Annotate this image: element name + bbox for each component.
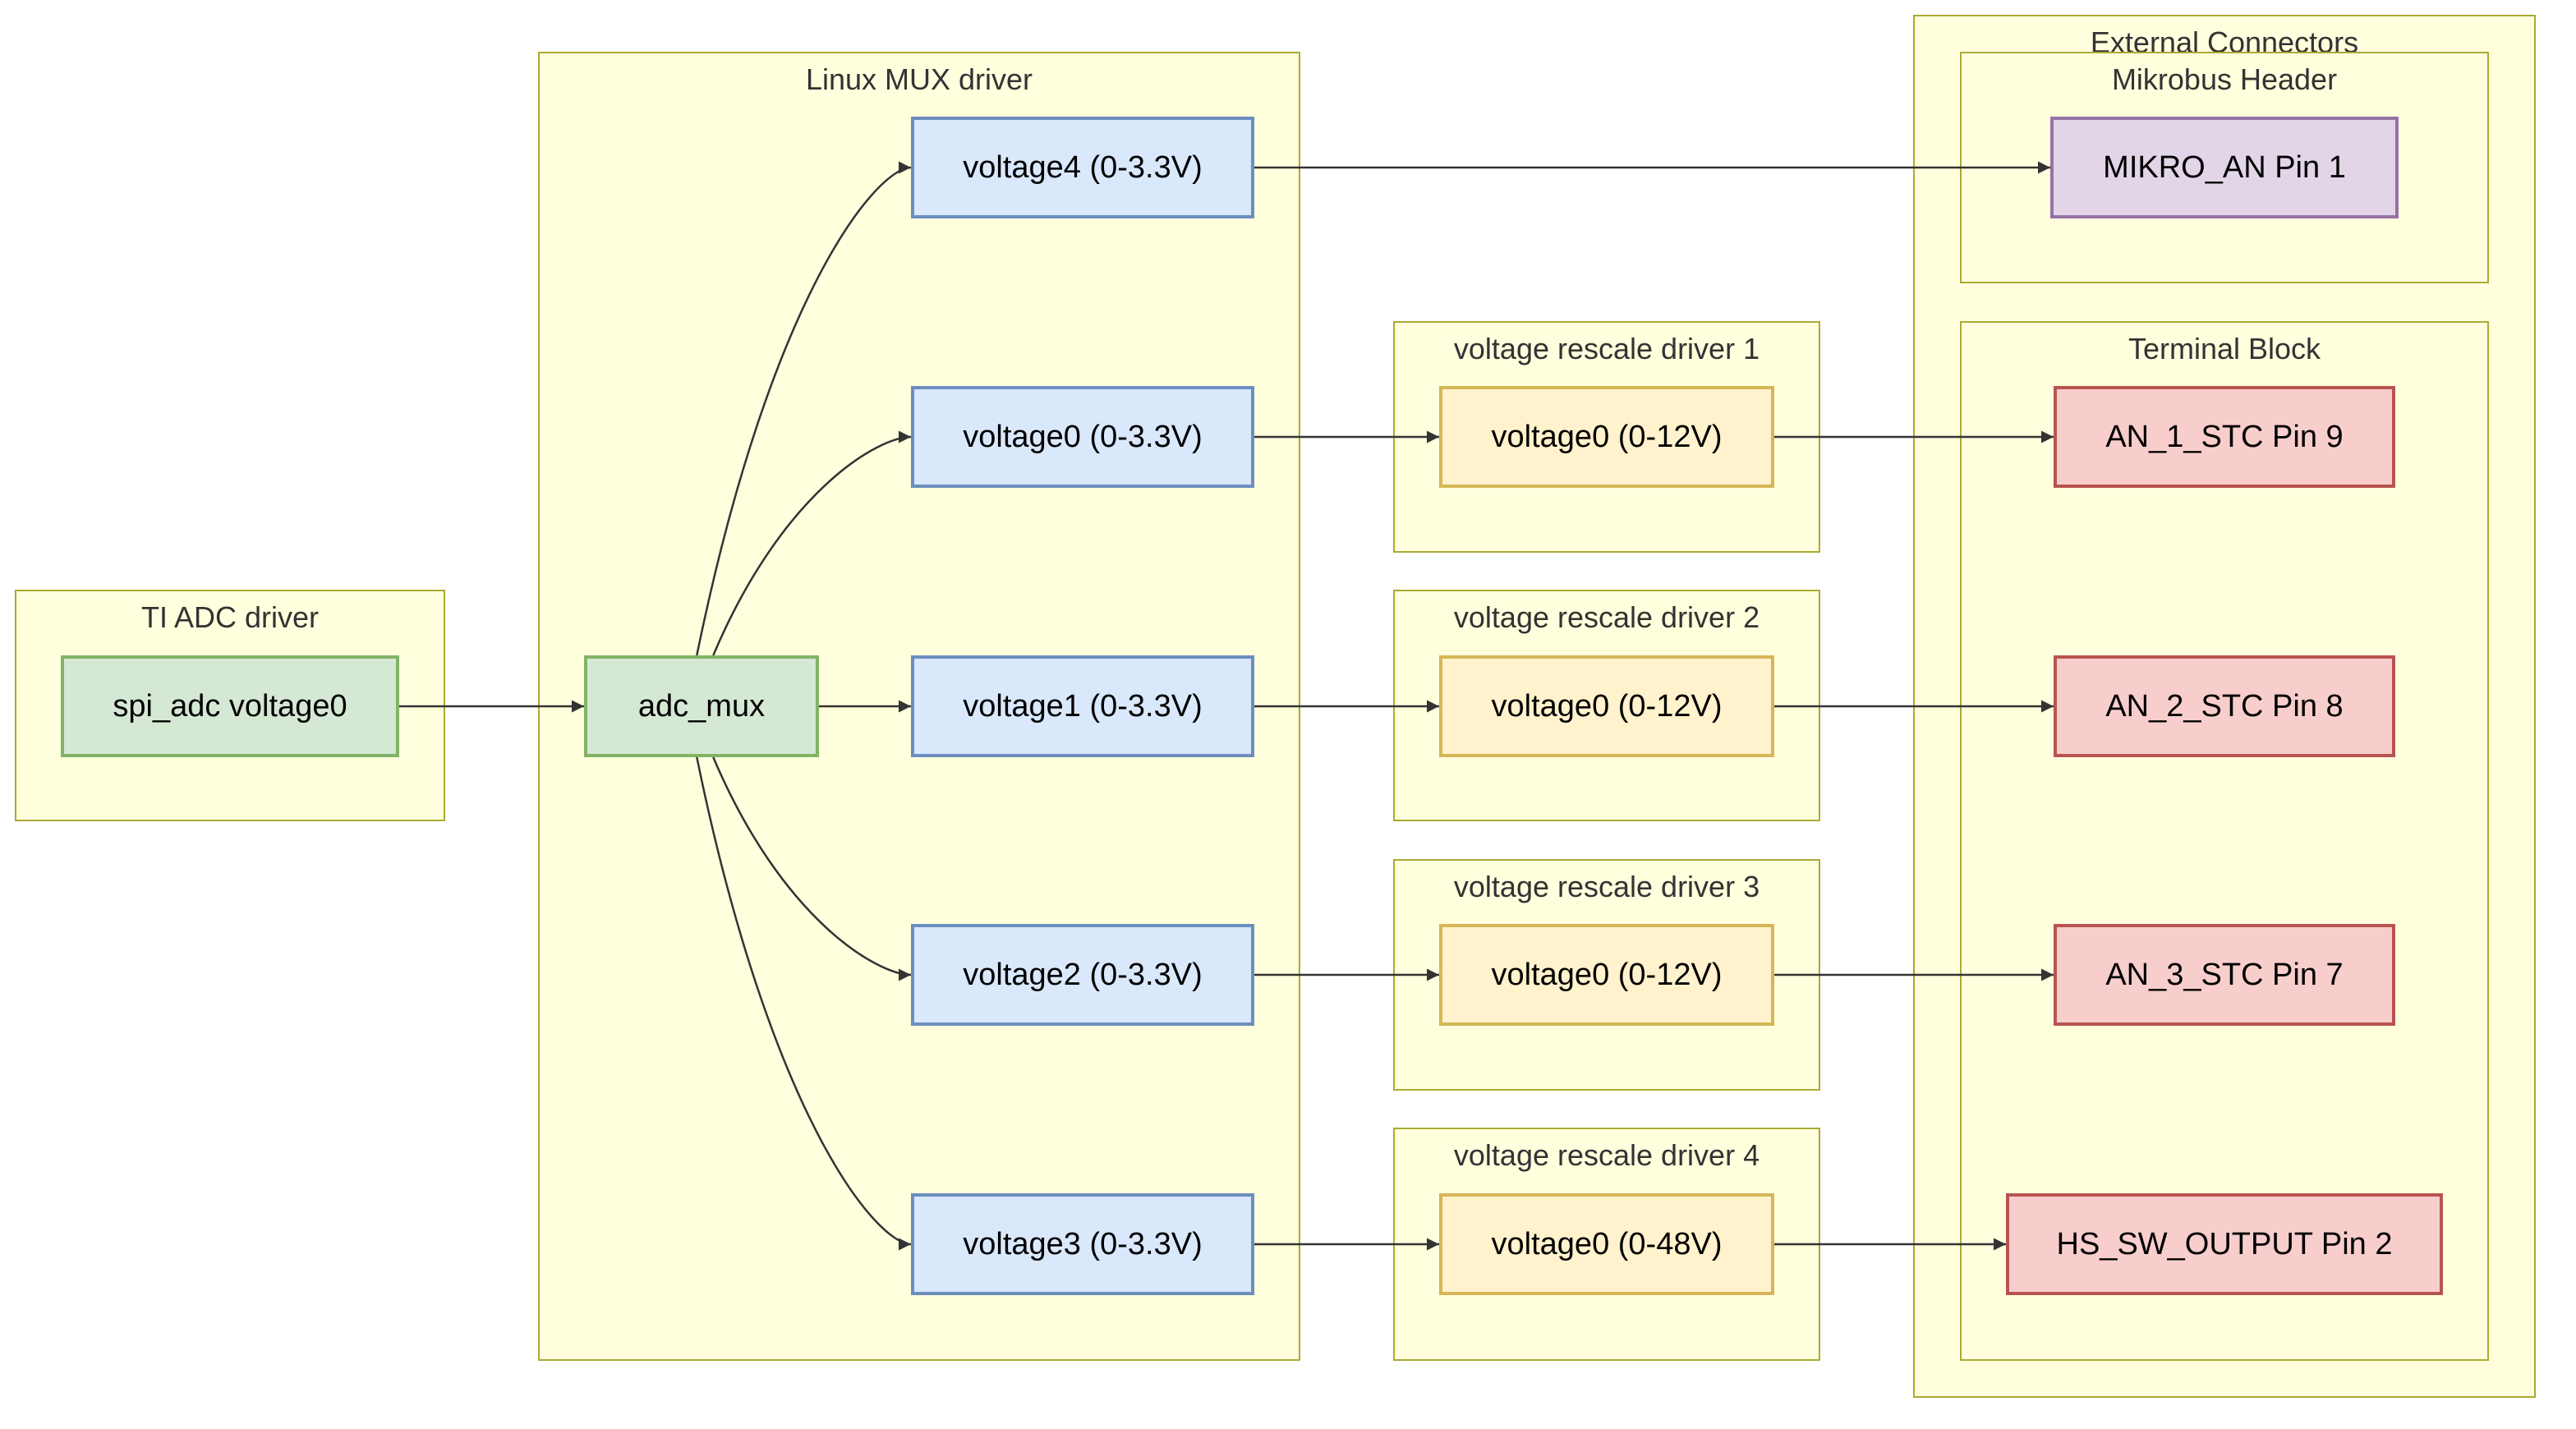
- node-rescale2-voltage0: voltage0 (0-12V): [1439, 655, 1774, 757]
- node-label: MIKRO_AN Pin 1: [2103, 149, 2346, 185]
- edge-adc_mux-to-mux_v3: [696, 756, 912, 1251]
- edge-adc_mux-to-mux_v4: [696, 161, 912, 656]
- node-adc-mux: adc_mux: [584, 655, 819, 757]
- cluster-title: voltage rescale driver 1: [1453, 332, 1760, 365]
- node-label: voltage0 (0-3.3V): [963, 419, 1203, 454]
- node-mux-voltage2: voltage2 (0-3.3V): [911, 924, 1254, 1026]
- node-label: AN_2_STC Pin 8: [2105, 688, 2344, 724]
- cluster-title: voltage rescale driver 3: [1453, 870, 1760, 903]
- node-label: voltage2 (0-3.3V): [963, 957, 1203, 992]
- node-mikro-an-pin1: MIKRO_AN Pin 1: [2050, 117, 2399, 218]
- node-label: voltage0 (0-12V): [1491, 688, 1723, 724]
- node-label: AN_3_STC Pin 7: [2105, 957, 2344, 992]
- cluster-title: voltage rescale driver 2: [1453, 600, 1760, 634]
- node-label: HS_SW_OUTPUT Pin 2: [2056, 1226, 2393, 1261]
- node-label: AN_1_STC Pin 9: [2105, 419, 2344, 454]
- cluster-title: Terminal Block: [2128, 332, 2321, 365]
- node-label: voltage0 (0-48V): [1491, 1226, 1723, 1261]
- node-rescale1-voltage0: voltage0 (0-12V): [1439, 386, 1774, 488]
- node-an1-stc-pin9: AN_1_STC Pin 9: [2054, 386, 2395, 488]
- cluster-title: Mikrobus Header: [2111, 62, 2338, 96]
- node-mux-voltage3: voltage3 (0-3.3V): [911, 1193, 1254, 1295]
- node-label: voltage0 (0-12V): [1491, 957, 1723, 992]
- node-mux-voltage1: voltage1 (0-3.3V): [911, 655, 1254, 757]
- node-rescale4-voltage0: voltage0 (0-48V): [1439, 1193, 1774, 1295]
- edge-adc_mux-to-mux_v2: [712, 756, 912, 981]
- node-hs-sw-output-pin2: HS_SW_OUTPUT Pin 2: [2006, 1193, 2443, 1295]
- edge-adc_mux-to-mux_v0: [712, 430, 912, 656]
- node-mux-voltage0: voltage0 (0-3.3V): [911, 386, 1254, 488]
- cluster-title: voltage rescale driver 4: [1453, 1138, 1760, 1172]
- node-label: spi_adc voltage0: [113, 688, 347, 724]
- node-spi-adc-voltage0: spi_adc voltage0: [61, 655, 399, 757]
- node-an3-stc-pin7: AN_3_STC Pin 7: [2054, 924, 2395, 1026]
- node-label: voltage3 (0-3.3V): [963, 1226, 1203, 1261]
- node-an2-stc-pin8: AN_2_STC Pin 8: [2054, 655, 2395, 757]
- node-label: voltage4 (0-3.3V): [963, 149, 1203, 185]
- node-rescale3-voltage0: voltage0 (0-12V): [1439, 924, 1774, 1026]
- node-label: adc_mux: [637, 688, 766, 724]
- cluster-title: TI ADC driver: [140, 600, 320, 634]
- node-label: voltage0 (0-12V): [1491, 419, 1723, 454]
- node-mux-voltage4: voltage4 (0-3.3V): [911, 117, 1254, 218]
- cluster-title: Linux MUX driver: [805, 62, 1033, 96]
- cluster-terminal-block: Terminal Block: [1960, 321, 2489, 1361]
- node-label: voltage1 (0-3.3V): [963, 688, 1203, 724]
